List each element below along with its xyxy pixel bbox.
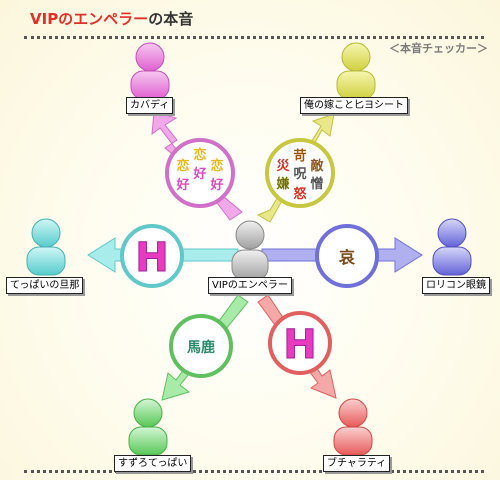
top-divider bbox=[24, 36, 484, 39]
bubble-idiot: 馬鹿 bbox=[169, 314, 233, 378]
person-right bbox=[432, 218, 472, 276]
bubble-hate-char: 嫌 bbox=[275, 176, 289, 192]
bubble-love-char: 恋 bbox=[210, 158, 223, 174]
bubble-hate: 苛 災 敵 呪 嫌 憎 怒 bbox=[265, 138, 335, 208]
bubble-hate-char: 呪 bbox=[293, 167, 306, 182]
bubble-sad: 哀 bbox=[315, 224, 379, 288]
bubble-bottom-h-char: H bbox=[283, 322, 316, 368]
bubble-bottom-h: H bbox=[268, 311, 332, 375]
person-label-bottom-left: すずろてっぱい bbox=[114, 455, 192, 472]
bubble-hate-char: 怒 bbox=[293, 186, 306, 202]
bubble-sad-char: 哀 bbox=[339, 248, 356, 267]
title-rest: の本音 bbox=[148, 10, 194, 28]
bubble-love-char: 好 bbox=[175, 177, 189, 193]
person-label-center: VIPのエンペラー bbox=[208, 277, 292, 294]
person-bottom-right bbox=[333, 398, 373, 456]
bubble-hate-char: 災 bbox=[276, 159, 290, 174]
bubble-love-char: 好 bbox=[209, 177, 223, 193]
person-label-right: ロリコン眼鏡 bbox=[422, 277, 490, 294]
person-label-left: てっぱいの旦那 bbox=[6, 277, 84, 294]
bubble-love-char: 恋 bbox=[176, 158, 189, 174]
person-top-left bbox=[130, 42, 170, 100]
person-top-right bbox=[336, 42, 376, 100]
person-center bbox=[231, 220, 269, 281]
bubble-love-char: 好 bbox=[192, 166, 206, 182]
person-label-bottom-right: ブチャラティ bbox=[323, 455, 391, 472]
person-label-top-left: カバディ bbox=[126, 97, 174, 114]
arrow-to-top-left bbox=[151, 111, 243, 221]
bottom-divider bbox=[24, 470, 484, 473]
bubble-hate-char: 憎 bbox=[310, 176, 323, 192]
bubble-left-h: H bbox=[120, 224, 184, 288]
page-title: VIPのエンペラーの本音 bbox=[30, 8, 193, 29]
person-label-top-right: 俺の嫁こと匕ヨシート bbox=[300, 97, 408, 114]
bubble-left-h-char: H bbox=[135, 235, 168, 281]
subtitle: ＜本音チェッカー＞ bbox=[389, 42, 488, 55]
bubble-hate-char: 苛 bbox=[293, 148, 306, 164]
bubble-hate-char: 敵 bbox=[310, 158, 324, 174]
person-bottom-left bbox=[128, 398, 168, 456]
person-left bbox=[26, 218, 66, 276]
bubble-love: 恋 恋 恋 好 好 好 bbox=[165, 138, 235, 208]
bubble-idiot-char: 馬鹿 bbox=[187, 339, 215, 356]
title-highlight: VIPのエンペラー bbox=[30, 10, 149, 28]
bubble-love-char: 恋 bbox=[193, 147, 206, 163]
